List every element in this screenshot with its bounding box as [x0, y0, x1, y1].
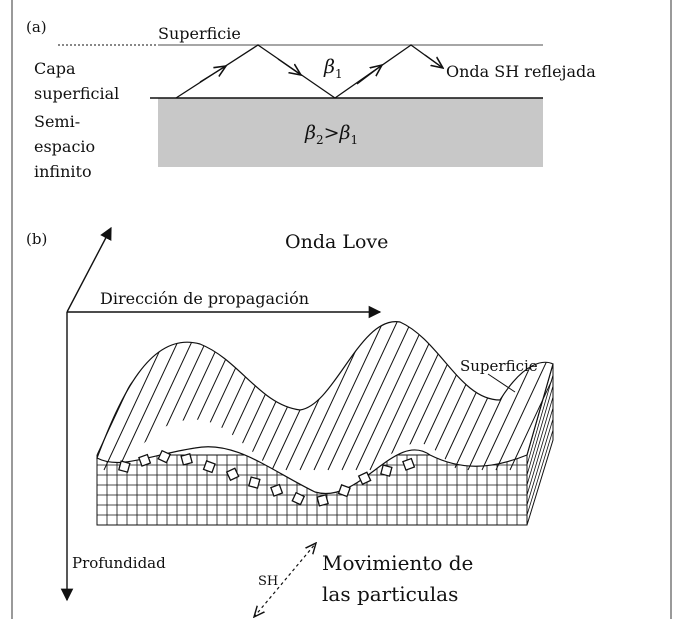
- propagation-direction-label: Dirección de propagación: [100, 289, 309, 308]
- particle-motion-label-line2: las particulas: [322, 582, 458, 606]
- sh-motion-arrow: [254, 543, 316, 617]
- layer-label-line2: superficial: [34, 84, 119, 103]
- ray-arrow-2: [277, 58, 301, 75]
- surface-label-b: Superficie: [460, 357, 538, 375]
- oblique-axis-arrow: [66, 226, 112, 313]
- panel-a: (a) Superficie Capa superficial Semi- es…: [26, 18, 596, 181]
- reflected-wave-label: Onda SH reflejada: [446, 62, 596, 81]
- halfspace-region: [158, 98, 543, 167]
- halfspace-label-line3: infinito: [34, 162, 92, 181]
- panel-b-label: (b): [26, 230, 47, 248]
- sh-label: SH: [258, 574, 278, 589]
- sh-ray-path: [175, 44, 441, 99]
- halfspace-label-line1: Semi-: [34, 112, 80, 131]
- beta1-label: β1: [323, 56, 343, 81]
- ray-arrow-3: [356, 65, 382, 85]
- panel-b: (b) Onda Love Dirección de propagación P…: [26, 226, 554, 617]
- love-wave-title: Onda Love: [285, 231, 388, 253]
- ray-arrow-4: [424, 54, 443, 68]
- ray-arrow-1: [199, 66, 226, 83]
- distorted-cells: [118, 449, 416, 507]
- depth-label: Profundidad: [72, 554, 166, 572]
- layer-label-line1: Capa: [34, 59, 76, 78]
- right-side-lines: [526, 374, 554, 516]
- halfspace-label-line2: espacio: [34, 137, 95, 156]
- panel-a-label: (a): [26, 18, 47, 36]
- surface-label-a: Superficie: [158, 24, 241, 43]
- wavy-top-surface: [96, 321, 554, 495]
- particle-motion-label-line1: Movimiento de: [322, 551, 473, 575]
- beta2-label: β2>β1: [304, 122, 358, 147]
- love-wave-block: [96, 321, 554, 526]
- surface-leader-line: [487, 373, 516, 393]
